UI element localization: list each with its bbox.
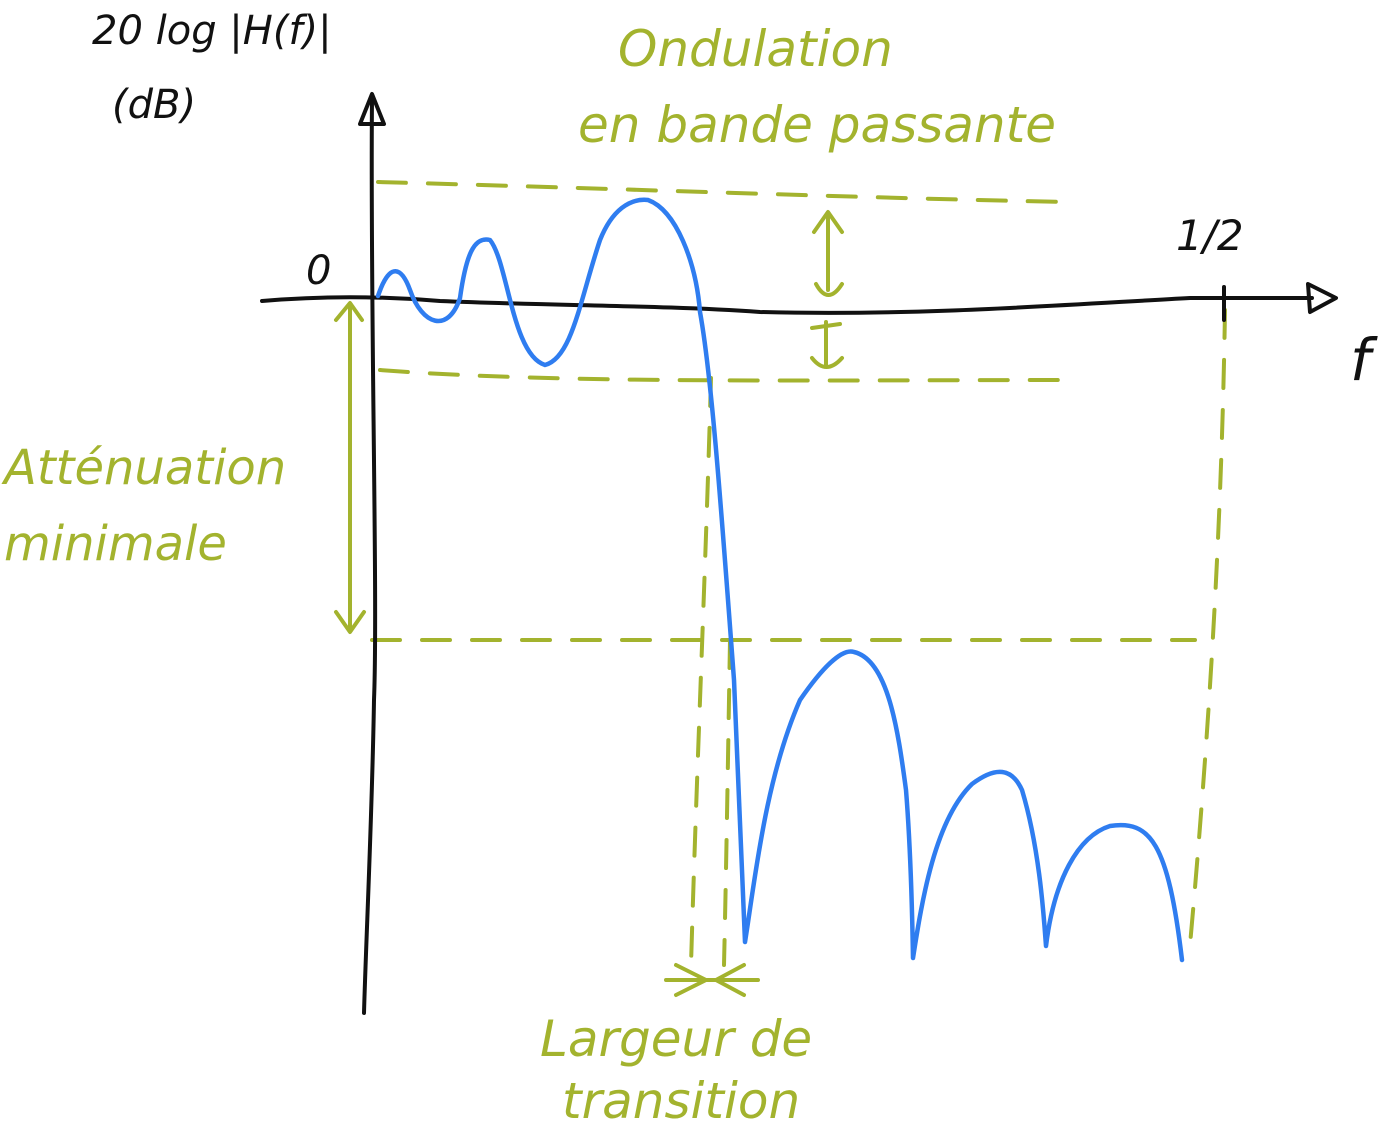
x-axis-label: f — [1350, 326, 1378, 394]
ripple-upper-bound-line — [376, 180, 1070, 204]
frequency-response-curve — [375, 197, 1185, 963]
y-axis-line — [362, 98, 378, 1015]
attenuation-label-line1: Atténuation — [1, 440, 286, 496]
ripple-label-line2: en bande passante — [578, 96, 1056, 154]
y-axis-label-line2: (dB) — [112, 82, 196, 128]
x-axis-line — [260, 295, 1314, 315]
transition-arrows-icon — [664, 963, 760, 997]
annotation-arrows — [334, 210, 844, 997]
passband-edge-line — [689, 376, 713, 967]
stopband-edge-line — [722, 638, 732, 967]
nyquist-label: 1/2 — [1176, 211, 1244, 260]
nyquist-vertical-line — [1188, 308, 1227, 947]
guide-lines — [370, 180, 1227, 967]
y-axis-label-line1: 20 log |H(f)| — [92, 8, 332, 54]
x-axis-arrow-icon — [1306, 282, 1338, 314]
attenuation-label-line2: minimale — [4, 516, 227, 572]
ripple-label-line1: Ondulation — [618, 20, 893, 78]
ripple-upper-arrow-icon — [812, 210, 844, 297]
attenuation-arrow-icon — [334, 301, 366, 634]
y-axis-arrow-icon — [358, 92, 386, 126]
transition-label-line2: transition — [562, 1072, 800, 1127]
origin-label: 0 — [306, 248, 331, 294]
ripple-lower-arrow-icon — [810, 320, 844, 369]
transition-label-line1: Largeur de — [540, 1010, 812, 1068]
axes — [260, 92, 1338, 1015]
ripple-lower-bound-line — [378, 368, 1077, 383]
